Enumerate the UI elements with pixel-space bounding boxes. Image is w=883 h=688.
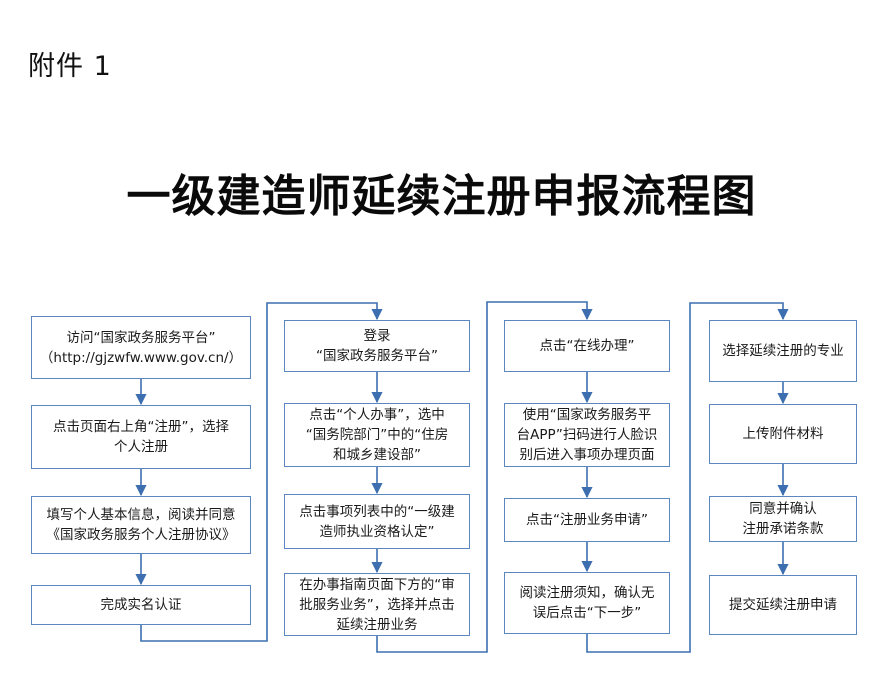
step-2-3: 点击事项列表中的“一级建 造师执业资格认定”	[284, 494, 470, 549]
page-title: 一级建造师延续注册申报流程图	[126, 171, 757, 222]
step-1-2-text: 点击页面右上角“注册”，选择 个人注册	[53, 419, 229, 455]
step-2-3-text: 点击事项列表中的“一级建 造师执业资格认定”	[299, 503, 455, 540]
step-2-2-text: 点击“个人办事”，选中 “国务院部门”中的“住房 和城乡建设部”	[305, 407, 449, 463]
step-3-1: 点击“在线办理”	[504, 320, 670, 372]
step-4-4: 提交延续注册申请	[709, 575, 857, 635]
step-3-4: 阅读注册须知，确认无 误后点击“下一步”	[504, 572, 670, 634]
link-col3-to-col4	[586, 302, 789, 653]
step-3-3-text: 点击“注册业务申请”	[526, 512, 648, 528]
step-4-1-text: 选择延续注册的专业	[722, 343, 844, 359]
step-4-2-text: 上传附件材料	[742, 426, 824, 442]
step-1-4-text: 完成实名认证	[100, 597, 182, 613]
step-2-4: 在办事指南页面下方的“审 批服务业务”，选择并点击 延续注册业务	[284, 573, 470, 636]
step-2-1-text: 登录 “国家政务服务平台”	[316, 328, 438, 364]
step-3-3: 点击“注册业务申请”	[504, 498, 670, 542]
step-3-2: 使用“国家政务服务平 台APP”扫码进行人脸识 别后进入事项办理页面	[504, 403, 670, 467]
step-2-2: 点击“个人办事”，选中 “国务院部门”中的“住房 和城乡建设部”	[284, 403, 470, 467]
step-2-4-text: 在办事指南页面下方的“审 批服务业务”，选择并点击 延续注册业务	[299, 576, 455, 633]
step-1-2: 点击页面右上角“注册”，选择 个人注册	[31, 405, 251, 469]
step-4-3: 同意并确认 注册承诺条款	[709, 496, 857, 542]
step-1-3-text: 填写个人基本信息，阅读并同意 《国家政务服务个人注册协议》	[46, 507, 236, 543]
step-4-2: 上传附件材料	[709, 404, 857, 464]
step-4-1: 选择延续注册的专业	[709, 320, 857, 382]
step-2-1: 登录 “国家政务服务平台”	[284, 320, 470, 372]
step-4-4-text: 提交延续注册申请	[729, 597, 837, 613]
attachment-label: 附件 1	[28, 51, 112, 82]
step-1-1-text: 访问“国家政务服务平台” （http://gjzwfw.www.gov.cn/）	[39, 329, 243, 366]
step-1-4: 完成实名认证	[31, 585, 251, 625]
step-1-1: 访问“国家政务服务平台” （http://gjzwfw.www.gov.cn/）	[31, 316, 251, 379]
step-3-4-text: 阅读注册须知，确认无 误后点击“下一步”	[519, 585, 655, 621]
step-1-3: 填写个人基本信息，阅读并同意 《国家政务服务个人注册协议》	[31, 496, 251, 554]
step-4-3-text: 同意并确认 注册承诺条款	[742, 501, 824, 537]
step-3-2-text: 使用“国家政务服务平 台APP”扫码进行人脸识 别后进入事项办理页面	[516, 407, 658, 463]
link-col2-to-col3	[376, 301, 593, 653]
step-3-1-text: 点击“在线办理”	[539, 338, 635, 354]
link-col1-to-col2	[140, 302, 383, 642]
